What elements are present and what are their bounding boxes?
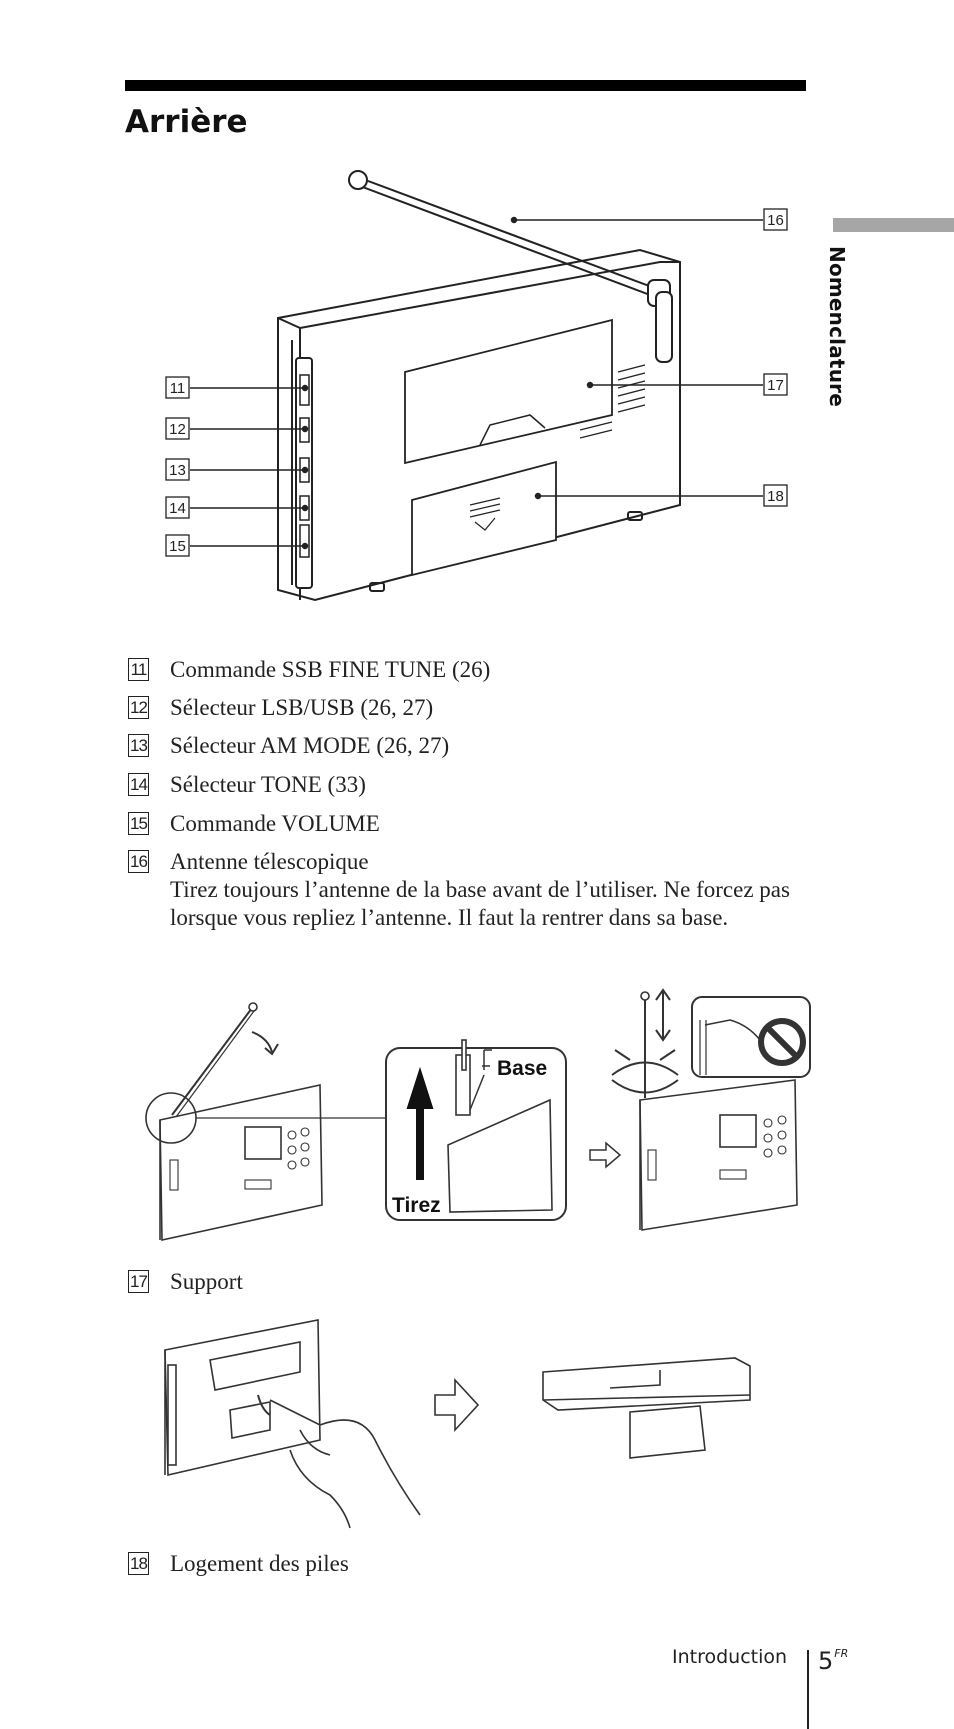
pull-label: Tirez: [392, 1194, 441, 1217]
callout-14: 14: [169, 500, 186, 517]
item-number: 13: [128, 734, 149, 757]
item-text: Antenne télescopique: [170, 849, 369, 874]
page-number-value: 5: [818, 1647, 834, 1675]
item-description: Tirez toujours l’antenne de la base avan…: [170, 877, 790, 930]
side-tab-bar: [833, 218, 954, 232]
stand-usage-diagram: [164, 1319, 751, 1529]
footer-divider: [807, 1650, 809, 1729]
item-text: Support: [170, 1269, 243, 1294]
item-text: Sélecteur TONE (33): [170, 772, 366, 797]
item-number: 17: [128, 1270, 149, 1293]
footer-section: Introduction: [672, 1646, 788, 1668]
hand-illustration: [269, 1399, 421, 1529]
item-number: 16: [128, 850, 149, 873]
callout-16: 16: [767, 212, 784, 229]
radio-front-right: [639, 1079, 798, 1231]
callout-18: 18: [767, 488, 784, 505]
item-number: 18: [128, 1552, 149, 1575]
callout-13: 13: [169, 462, 186, 479]
callout-17: 17: [767, 377, 784, 394]
arrow-right-icon: [434, 1377, 480, 1433]
stand-panel: [404, 318, 613, 465]
item-text: Sélecteur LSB/USB (26, 27): [170, 695, 434, 720]
top-rule: [125, 80, 806, 91]
callout-12: 12: [169, 421, 186, 438]
page-title: Arrière: [125, 104, 248, 140]
item-number: 11: [128, 658, 149, 681]
page-number-suffix: FR: [834, 1647, 849, 1660]
telescopic-antenna: [359, 177, 661, 291]
page-number: 5FR: [818, 1647, 848, 1675]
item-number: 15: [128, 812, 149, 835]
pull-arrow-icon: [406, 1066, 434, 1180]
item-number: 12: [128, 696, 149, 719]
side-tab-label: Nomenclature: [825, 246, 849, 407]
callout-15: 15: [169, 538, 186, 555]
radio-front-left: [159, 1084, 323, 1241]
item-text: Sélecteur AM MODE (26, 27): [170, 733, 450, 758]
callout-11: 11: [170, 380, 186, 397]
item-text: Commande SSB FINE TUNE (26): [170, 657, 491, 682]
arrow-right-icon: [589, 1141, 622, 1169]
prohibited-icon: [758, 1018, 806, 1066]
radio-on-stand: [542, 1357, 751, 1411]
battery-compartment: [411, 460, 557, 577]
base-label: Base: [497, 1057, 547, 1080]
item-number: 14: [128, 773, 149, 796]
item-text: Commande VOLUME: [170, 811, 380, 836]
stand-leg: [629, 1405, 706, 1459]
antenna-usage-diagram: Base Tirez: [145, 988, 811, 1241]
item-text: Logement des piles: [170, 1551, 349, 1576]
rotate-icon: [611, 1061, 679, 1076]
rear-view-diagram: 11 12 13 14 15 16 17 18: [165, 170, 788, 602]
